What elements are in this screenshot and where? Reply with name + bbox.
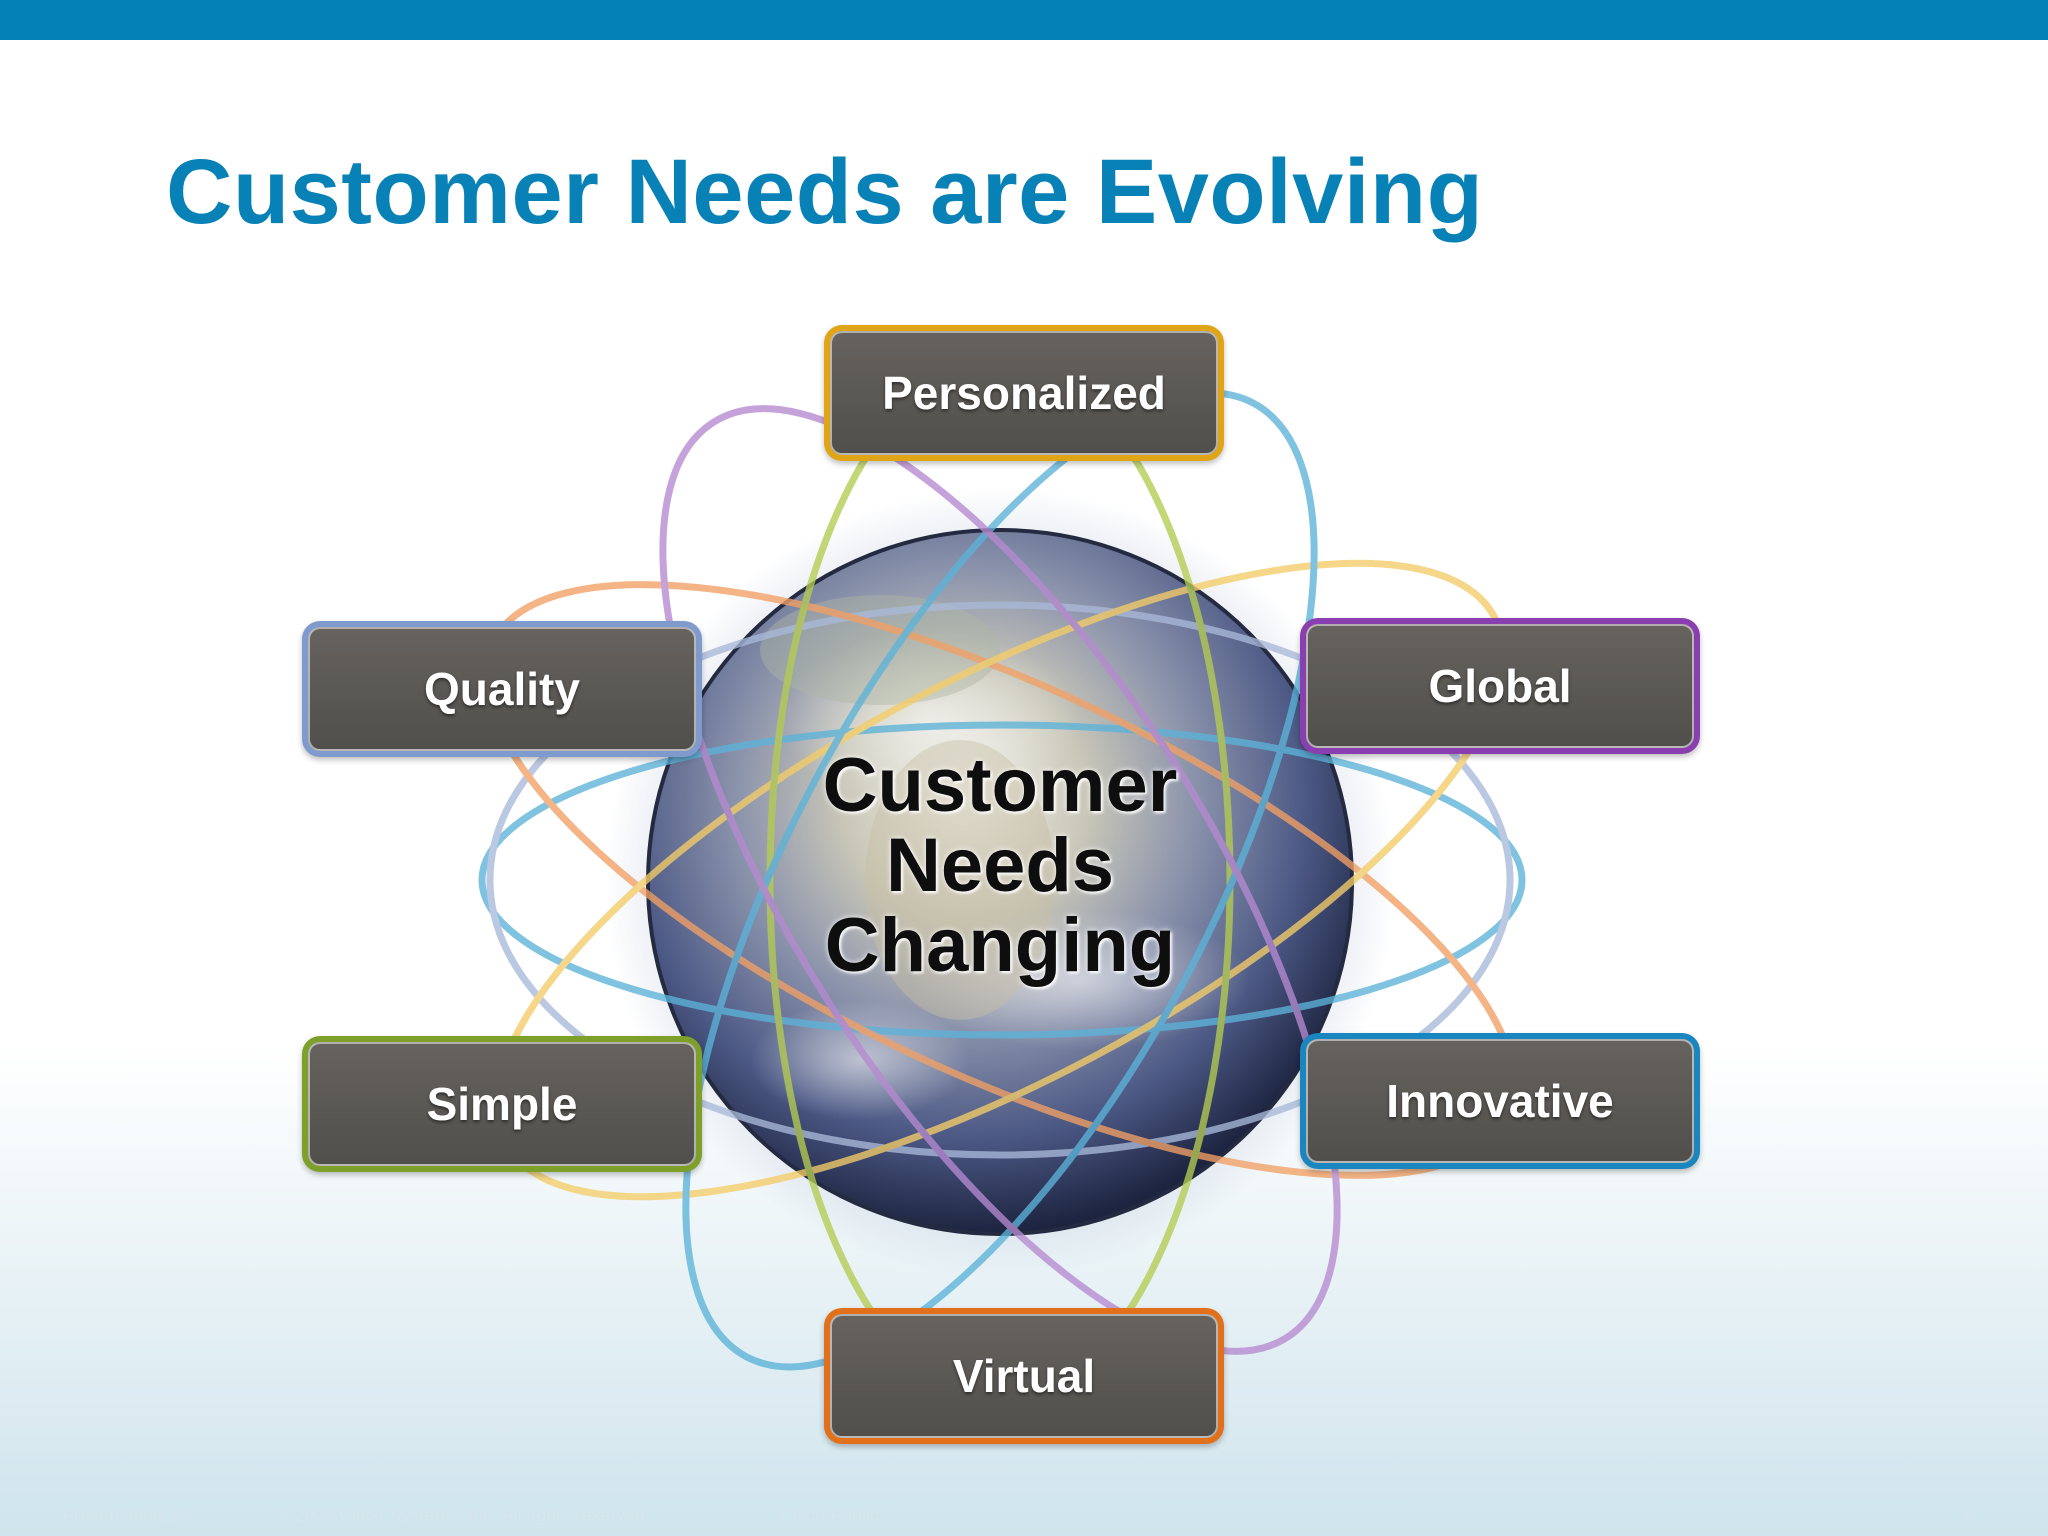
node-global: Global <box>1300 618 1700 754</box>
footer-page-number: 6 <box>1964 1505 1975 1525</box>
footer-copyright: © 2008 Cisco Systems, Inc. All rights re… <box>276 1505 651 1525</box>
node-quality-label: Quality <box>308 627 696 751</box>
top-bar <box>0 0 2048 40</box>
node-quality: Quality <box>302 621 702 757</box>
node-global-label: Global <box>1306 624 1694 748</box>
node-simple: Simple <box>302 1036 702 1172</box>
node-innovative-label: Innovative <box>1306 1039 1694 1163</box>
node-personalized: Personalized <box>824 325 1224 461</box>
center-label-line: Customer <box>822 743 1178 828</box>
footer-presentation-id: Presentation_ID <box>62 1505 192 1525</box>
node-virtual-label: Virtual <box>830 1314 1218 1438</box>
node-personalized-label: Personalized <box>830 331 1218 455</box>
node-simple-label: Simple <box>308 1042 696 1166</box>
slide-title: Customer Needs are Evolving <box>166 141 1484 243</box>
node-virtual: Virtual <box>824 1308 1224 1444</box>
node-innovative: Innovative <box>1300 1033 1700 1169</box>
center-label-line: Changing <box>824 903 1176 988</box>
center-label: Customer Needs Changing <box>760 746 1240 986</box>
cloud-patch <box>780 630 1080 810</box>
landmass-africa <box>865 740 1055 1020</box>
orbit-ring <box>682 389 1318 1371</box>
orbit-ring <box>486 601 1514 1159</box>
orbit-ring <box>478 721 1526 1039</box>
center-label-line: Needs <box>885 823 1115 908</box>
orbit-ring <box>659 405 1341 1355</box>
footer-classification: Cisco Public <box>780 1505 880 1525</box>
